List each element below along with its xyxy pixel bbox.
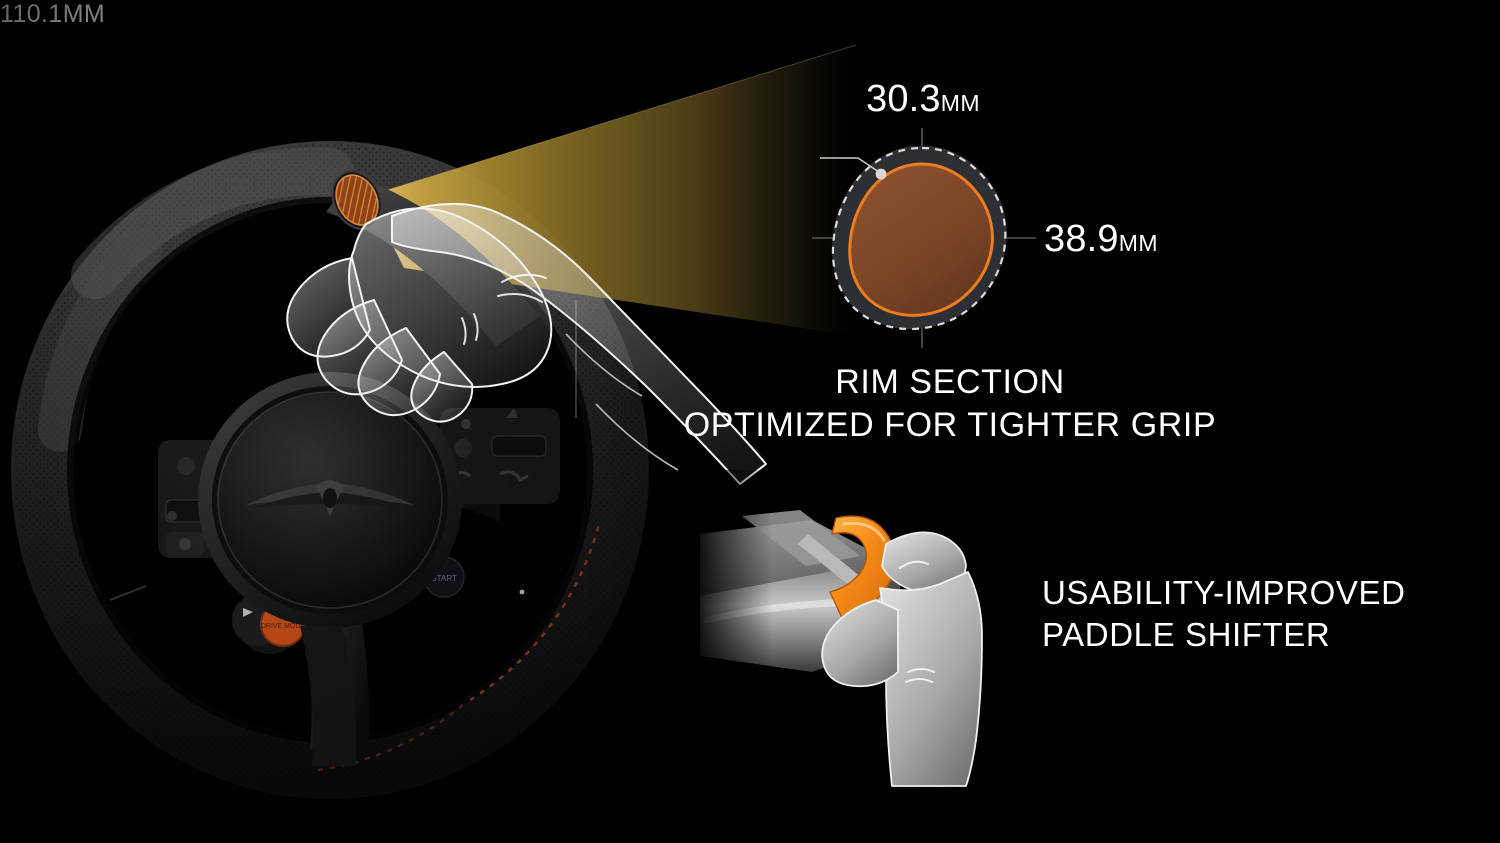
dimension-unit-thickness: MM (940, 90, 981, 116)
dimension-value-thickness: 30.3 (866, 78, 941, 120)
caption-paddle-shifter: USABILITY-IMPROVED PADDLE SHIFTER (1042, 572, 1472, 656)
dimension-label-thickness: 30.3MM (866, 78, 980, 121)
dimension-label-width: 38.9MM (1044, 218, 1158, 261)
dimension-unit-width: MM (1118, 230, 1159, 256)
caption-rim-line1: RIM SECTION (835, 363, 1065, 401)
circumference-marker-dot (875, 168, 887, 180)
caption-rim-section: RIM SECTION OPTIMIZED FOR TIGHTER GRIP (600, 361, 1300, 447)
caption-paddle-line2: PADDLE SHIFTER (1042, 616, 1331, 654)
dimension-value-width: 38.9 (1044, 218, 1119, 260)
caption-rim-line2: OPTIMIZED FOR TIGHTER GRIP (683, 405, 1217, 444)
caption-paddle-line1: USABILITY-IMPROVED (1042, 574, 1406, 611)
circumference-leader (820, 157, 880, 173)
section-circumference-dashed (831, 146, 1007, 331)
section-profile (848, 162, 994, 317)
